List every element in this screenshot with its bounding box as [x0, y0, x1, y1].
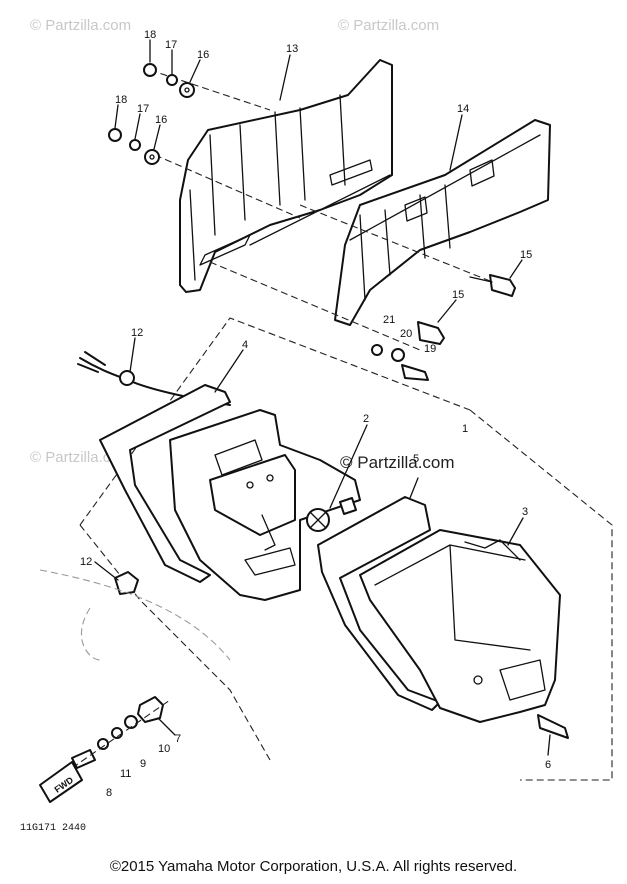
callout-18-upper: 18 — [144, 29, 156, 41]
callout-20: 20 — [400, 328, 412, 340]
bulb — [306, 497, 357, 532]
bolts-right — [371, 274, 516, 381]
callout-12-lower: 12 — [80, 556, 92, 568]
background-guide-lines — [39, 569, 231, 661]
callout-17-lower: 17 — [137, 103, 149, 115]
callout-9: 9 — [140, 758, 146, 770]
tail-light-base — [169, 409, 361, 601]
callout-6: 6 — [545, 759, 551, 771]
callout-16-upper: 16 — [197, 49, 209, 61]
callout-4: 4 — [242, 339, 248, 351]
callout-15-upper: 15 — [520, 249, 532, 261]
callout-14: 14 — [457, 103, 469, 115]
watermark-top-right: © Partzilla.com — [338, 17, 439, 34]
callout-2: 2 — [363, 413, 369, 425]
lens-screw — [537, 714, 569, 739]
gasket-rear — [99, 384, 231, 583]
callout-1: 1 — [462, 423, 468, 435]
leader-lines — [94, 39, 551, 756]
callout-18-lower: 18 — [115, 94, 127, 106]
callout-21: 21 — [383, 314, 395, 326]
drawing-code: 11G171 2440 — [20, 823, 86, 834]
callout-15-lower: 15 — [452, 289, 464, 301]
callout-3: 3 — [522, 506, 528, 518]
fasteners-upper-left — [108, 63, 195, 165]
callout-8: 8 — [106, 787, 112, 799]
lower-fasteners — [71, 696, 171, 769]
alignment-lines-top — [149, 69, 501, 351]
license-plate-bracket — [179, 59, 393, 293]
callout-16-lower: 16 — [155, 114, 167, 126]
callout-5: 5 — [413, 453, 419, 465]
tail-light-lens — [359, 529, 561, 723]
forward-arrow: FWD — [39, 761, 83, 803]
callout-7: 7 — [175, 733, 181, 745]
callout-17-upper: 17 — [165, 39, 177, 51]
callout-labels: 18 17 16 18 17 16 13 14 15 15 21 20 19 1… — [80, 29, 551, 799]
callout-19: 19 — [424, 343, 436, 355]
callout-11: 11 — [120, 768, 131, 780]
assembly-boundary — [79, 317, 613, 781]
callout-10: 10 — [158, 743, 170, 755]
watermark-top-left: © Partzilla.com — [30, 17, 131, 34]
reflector-bracket — [334, 119, 551, 326]
lens-gasket — [317, 496, 441, 711]
grommet — [114, 571, 139, 595]
copyright-notice: ©2015 Yamaha Motor Corporation, U.S.A. A… — [109, 858, 518, 875]
callout-13: 13 — [286, 43, 298, 55]
callout-12-upper: 12 — [131, 327, 143, 339]
watermark-center: © Partzilla.com — [340, 453, 455, 472]
